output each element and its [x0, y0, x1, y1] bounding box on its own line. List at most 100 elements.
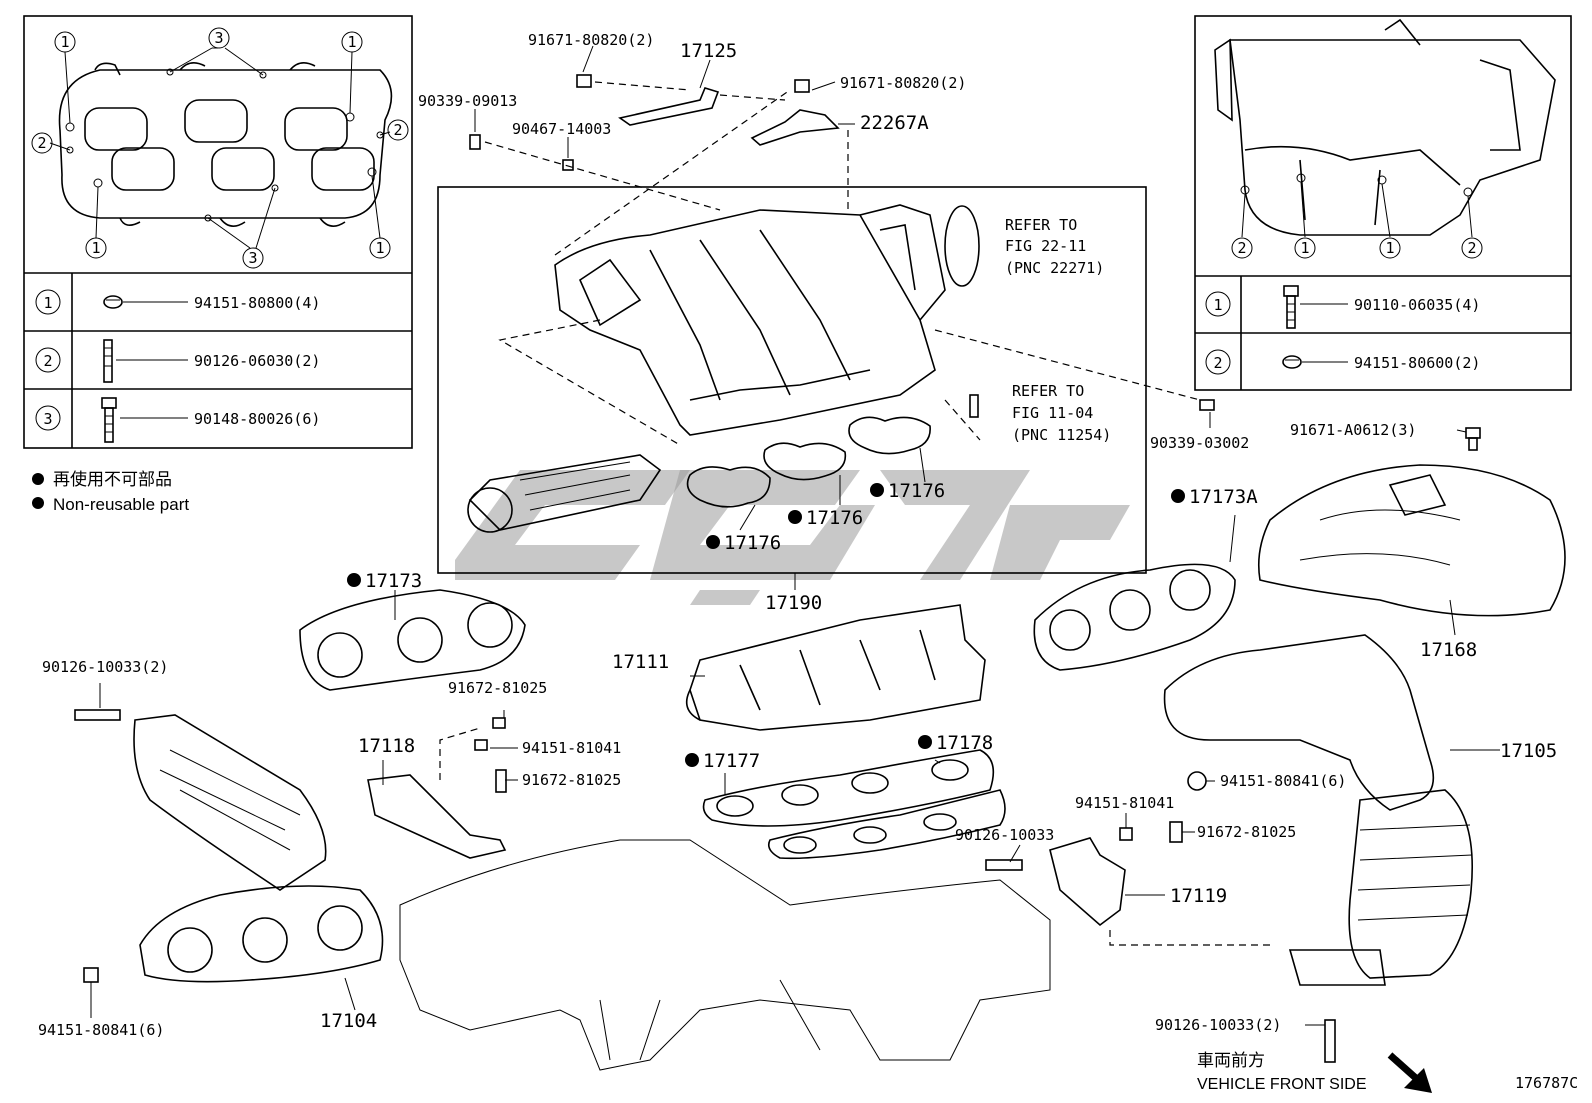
refer-note: (PNC 22271)	[1005, 259, 1104, 277]
svg-text:1: 1	[375, 239, 384, 257]
legend-row: 2 90126-06030(2)	[35, 339, 320, 383]
stud-90126-left	[74, 709, 121, 721]
front-label-en: VEHICLE FRONT SIDE	[1197, 1076, 1367, 1093]
intake-manifold-group	[437, 89, 1201, 574]
callout-2: 2	[31, 132, 53, 154]
refer-note: FIG 11-04	[1012, 404, 1093, 422]
svg-text:90148-80026(6): 90148-80026(6)	[194, 410, 320, 428]
svg-text:90110-06035(4): 90110-06035(4)	[1354, 296, 1480, 314]
refer-note: FIG 22-11	[1005, 237, 1086, 255]
svg-text:2: 2	[393, 121, 402, 139]
svg-text:17176: 17176	[724, 532, 781, 554]
svg-text:1: 1	[43, 294, 52, 312]
callout-2: 2	[1231, 237, 1253, 259]
plug-90467	[562, 159, 574, 171]
callout-2: 2	[1461, 237, 1483, 259]
part-label: 94151-80841(6)	[38, 1021, 164, 1039]
figure-id: 176787C	[1515, 1074, 1578, 1092]
bracket-17125	[576, 74, 720, 126]
svg-text:再使用不可部品: 再使用不可部品	[53, 469, 172, 489]
callout-3: 3	[242, 247, 264, 269]
svg-text:1: 1	[1385, 239, 1394, 257]
svg-text:90126-06030(2): 90126-06030(2)	[194, 352, 320, 370]
part-labels: 91671-80820(2) 17125 91671-80820(2) 2226…	[38, 31, 1557, 1039]
part-label: 94151-81041	[1075, 794, 1174, 812]
part-label: 22267A	[860, 112, 929, 134]
non-reusable-label: 17178	[918, 732, 993, 754]
nut-icon	[103, 295, 123, 309]
part-label: 90126-10033(2)	[1155, 1016, 1281, 1034]
callout-1: 1	[1379, 237, 1401, 259]
heat-insulator-17168	[1257, 464, 1566, 617]
svg-text:94151-80800(4): 94151-80800(4)	[194, 294, 320, 312]
lower-intake-17111	[685, 604, 986, 731]
svg-text:3: 3	[43, 410, 52, 428]
gasket-17173A	[1033, 563, 1236, 671]
callout-1: 1	[85, 237, 107, 259]
bolt-91671-A0612	[1465, 427, 1481, 451]
stud-icon	[103, 339, 113, 383]
svg-text:1: 1	[1213, 296, 1222, 314]
part-label: 17105	[1500, 740, 1557, 762]
bolt-refer	[969, 394, 979, 418]
svg-text:1: 1	[1300, 239, 1309, 257]
svg-text:Non-reusable part: Non-reusable part	[53, 495, 189, 514]
engine-block-outline	[399, 839, 1051, 1071]
part-label: 17111	[612, 651, 669, 673]
plug-90339-03002	[1199, 399, 1215, 411]
svg-text:2: 2	[1213, 354, 1222, 372]
part-label: 94151-80841(6)	[1220, 772, 1346, 790]
svg-text:2: 2	[1237, 239, 1246, 257]
part-label: 91671-80820(2)	[840, 74, 966, 92]
svg-text:3: 3	[214, 29, 223, 47]
part-label: 90126-10033	[955, 826, 1054, 844]
svg-text:1: 1	[347, 33, 356, 51]
svg-text:17176: 17176	[806, 507, 863, 529]
svg-text:17176: 17176	[888, 480, 945, 502]
refer-note: (PNC 11254)	[1012, 426, 1111, 444]
legend-row: 2 94151-80600(2)	[1205, 349, 1480, 375]
svg-text:17178: 17178	[936, 732, 993, 754]
part-label: 91671-80820(2)	[528, 31, 654, 49]
part-label: 91672-81025	[1197, 823, 1296, 841]
vehicle-front-indicator: 車両前方 VEHICLE FRONT SIDE	[1197, 1051, 1432, 1093]
heat-insulator-drawing	[1214, 18, 1556, 238]
stud-90126-bottom	[1324, 1019, 1336, 1063]
part-label: 91672-81025	[448, 679, 547, 697]
callout-1: 1	[54, 31, 76, 53]
nut-94151-left	[83, 967, 99, 983]
bracket-17118	[367, 717, 507, 859]
exhaust-manifold-17104	[133, 714, 384, 983]
non-reusable-label: 17176	[706, 532, 781, 554]
svg-text:1: 1	[91, 239, 100, 257]
callout-1: 1	[1294, 237, 1316, 259]
non-reusable-label: 17177	[685, 750, 760, 772]
callout-1: 1	[369, 237, 391, 259]
front-label-jp: 車両前方	[1197, 1051, 1265, 1070]
nut-94151-right	[1187, 771, 1207, 791]
svg-text:1: 1	[60, 33, 69, 51]
part-label: 94151-81041	[522, 739, 621, 757]
non-reusable-label: 17173	[347, 570, 422, 592]
part-label: 91671-A0612(3)	[1290, 421, 1416, 439]
nut-icon	[1282, 355, 1302, 369]
svg-text:17173: 17173	[365, 570, 422, 592]
callout-3: 3	[208, 27, 230, 49]
part-label: 90339-09013	[418, 92, 517, 110]
non-reusable-label: 17176	[788, 507, 863, 529]
bolt-icon	[1283, 285, 1299, 329]
svg-text:17177: 17177	[703, 750, 760, 772]
svg-text:3: 3	[248, 249, 257, 267]
callout-1: 1	[341, 31, 363, 53]
legend-row: 3 90148-80026(6)	[35, 397, 320, 443]
gasket-17173	[299, 589, 526, 691]
part-label: 17119	[1170, 885, 1227, 907]
svg-text:17173A: 17173A	[1189, 486, 1258, 508]
part-label: 91672-81025	[522, 771, 621, 789]
gasket-17178	[767, 789, 1006, 860]
legend-row: 1 94151-80800(4)	[35, 289, 320, 315]
note-en: Non-reusable part	[32, 495, 189, 514]
callout-2: 2	[387, 119, 409, 141]
part-label: 90126-10033(2)	[42, 658, 168, 676]
